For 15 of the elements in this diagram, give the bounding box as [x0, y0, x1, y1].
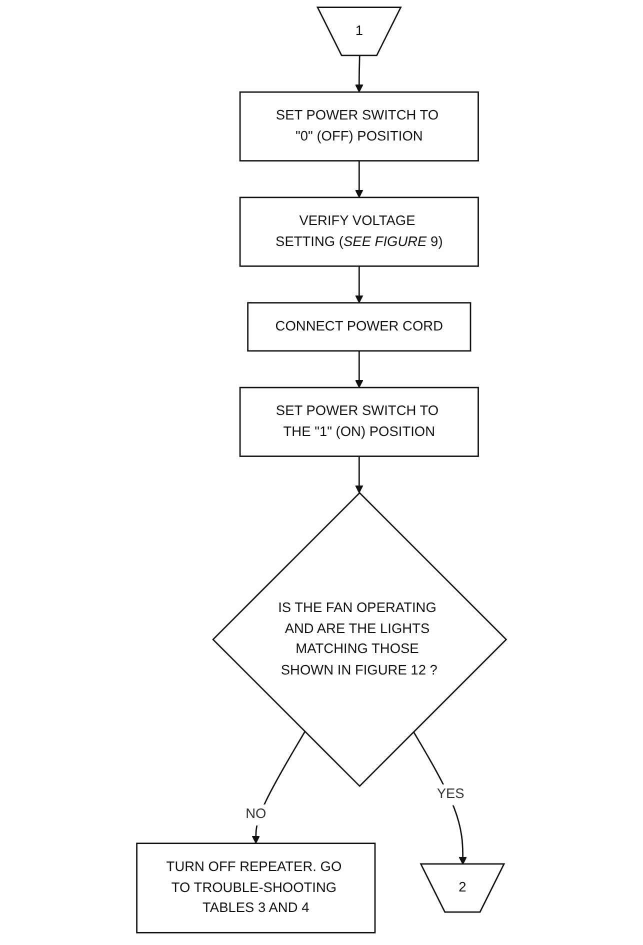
edge-label: YES: [436, 786, 464, 802]
node-box: CONNECT POWER CORD: [247, 302, 472, 352]
edge-label: NO: [246, 806, 266, 822]
arrow: [412, 731, 467, 865]
node-box: VERIFY VOLTAGE SETTING (SEE FIGURE 9): [239, 196, 479, 267]
arrow: [355, 456, 364, 494]
node-box: SET POWER SWITCH TO "0" (OFF) POSITION: [239, 91, 479, 162]
arrow: [355, 266, 364, 304]
arrow: [355, 160, 364, 198]
arrow: [355, 56, 364, 92]
node-box: TURN OFF REPEATER. GO TO TROUBLE-SHOOTING TABLES 3 AND 4: [136, 842, 376, 934]
node-diamond: IS THE FAN OPERATING AND ARE THE LIGHTS MATCHING THOSE SHOWN IN FIGURE 12 ?: [212, 492, 508, 788]
arrow: [252, 731, 306, 844]
arrow: [355, 350, 364, 388]
node-box: SET POWER SWITCH TO THE "1" (ON) POSITION: [239, 386, 479, 457]
